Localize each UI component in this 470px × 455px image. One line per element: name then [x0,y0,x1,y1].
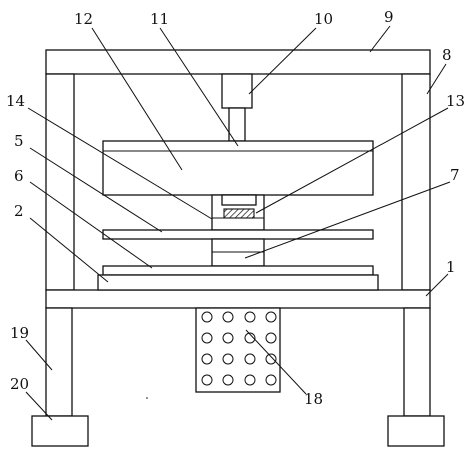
panel-button [244,332,256,344]
middle-plate [102,229,374,240]
label-19: 19 [10,324,29,342]
leader-line-19 [25,339,53,371]
leader-line-11 [159,27,239,147]
stray-mark [146,397,148,399]
panel-button [201,353,213,365]
leader-line-13 [255,107,449,214]
lower-plate [102,265,374,276]
panel-button [201,332,213,344]
hatched-insert [223,208,255,219]
panel-button [222,311,234,323]
top-beam [45,49,431,75]
leader-line-18 [245,329,307,395]
base-plate [45,289,431,309]
leader-line-8 [426,63,447,95]
leader-line-2 [29,217,109,283]
leader-line-6 [29,181,153,269]
panel-button [265,332,277,344]
label-12: 12 [74,10,93,28]
panel-button [201,374,213,386]
panel-button [222,353,234,365]
label-11: 11 [150,10,169,28]
leader-line-1 [425,273,449,297]
leader-line-12 [91,27,183,171]
label-8: 8 [442,46,452,64]
label-2: 2 [14,202,24,220]
cylinder [221,73,253,109]
label-6: 6 [14,167,24,185]
label-5: 5 [14,132,24,150]
leader-line-14 [27,107,213,220]
label-18: 18 [304,390,323,408]
panel-button [265,374,277,386]
leader-line-20 [25,391,53,421]
label-1: 1 [446,258,456,276]
leader-line-10 [248,27,317,95]
upper-press-block [102,140,374,196]
right-foot [387,415,445,447]
label-7: 7 [450,166,460,184]
label-10: 10 [314,10,333,28]
label-14: 14 [6,92,25,110]
label-9: 9 [384,8,394,26]
panel-button [244,374,256,386]
right-leg [403,307,431,417]
panel-button [265,353,277,365]
label-20: 20 [10,375,29,393]
right-column [401,73,431,291]
leader-line-5 [29,147,163,233]
panel-button [244,353,256,365]
part-labels: 12 11 10 9 8 14 13 5 7 6 2 1 19 20 18 [6,8,465,408]
control-panel-buttons [201,311,277,386]
panel-button [201,311,213,323]
left-column [45,73,75,291]
panel-button [244,311,256,323]
label-13: 13 [446,92,465,110]
left-foot [31,415,89,447]
panel-button [265,311,277,323]
left-leg [45,307,73,417]
leader-line-7 [244,181,451,259]
worktable [97,274,379,291]
mould-top-step [221,194,257,206]
panel-button [222,332,234,344]
leader-lines [25,25,451,421]
panel-button [222,374,234,386]
leader-line-9 [369,25,391,53]
